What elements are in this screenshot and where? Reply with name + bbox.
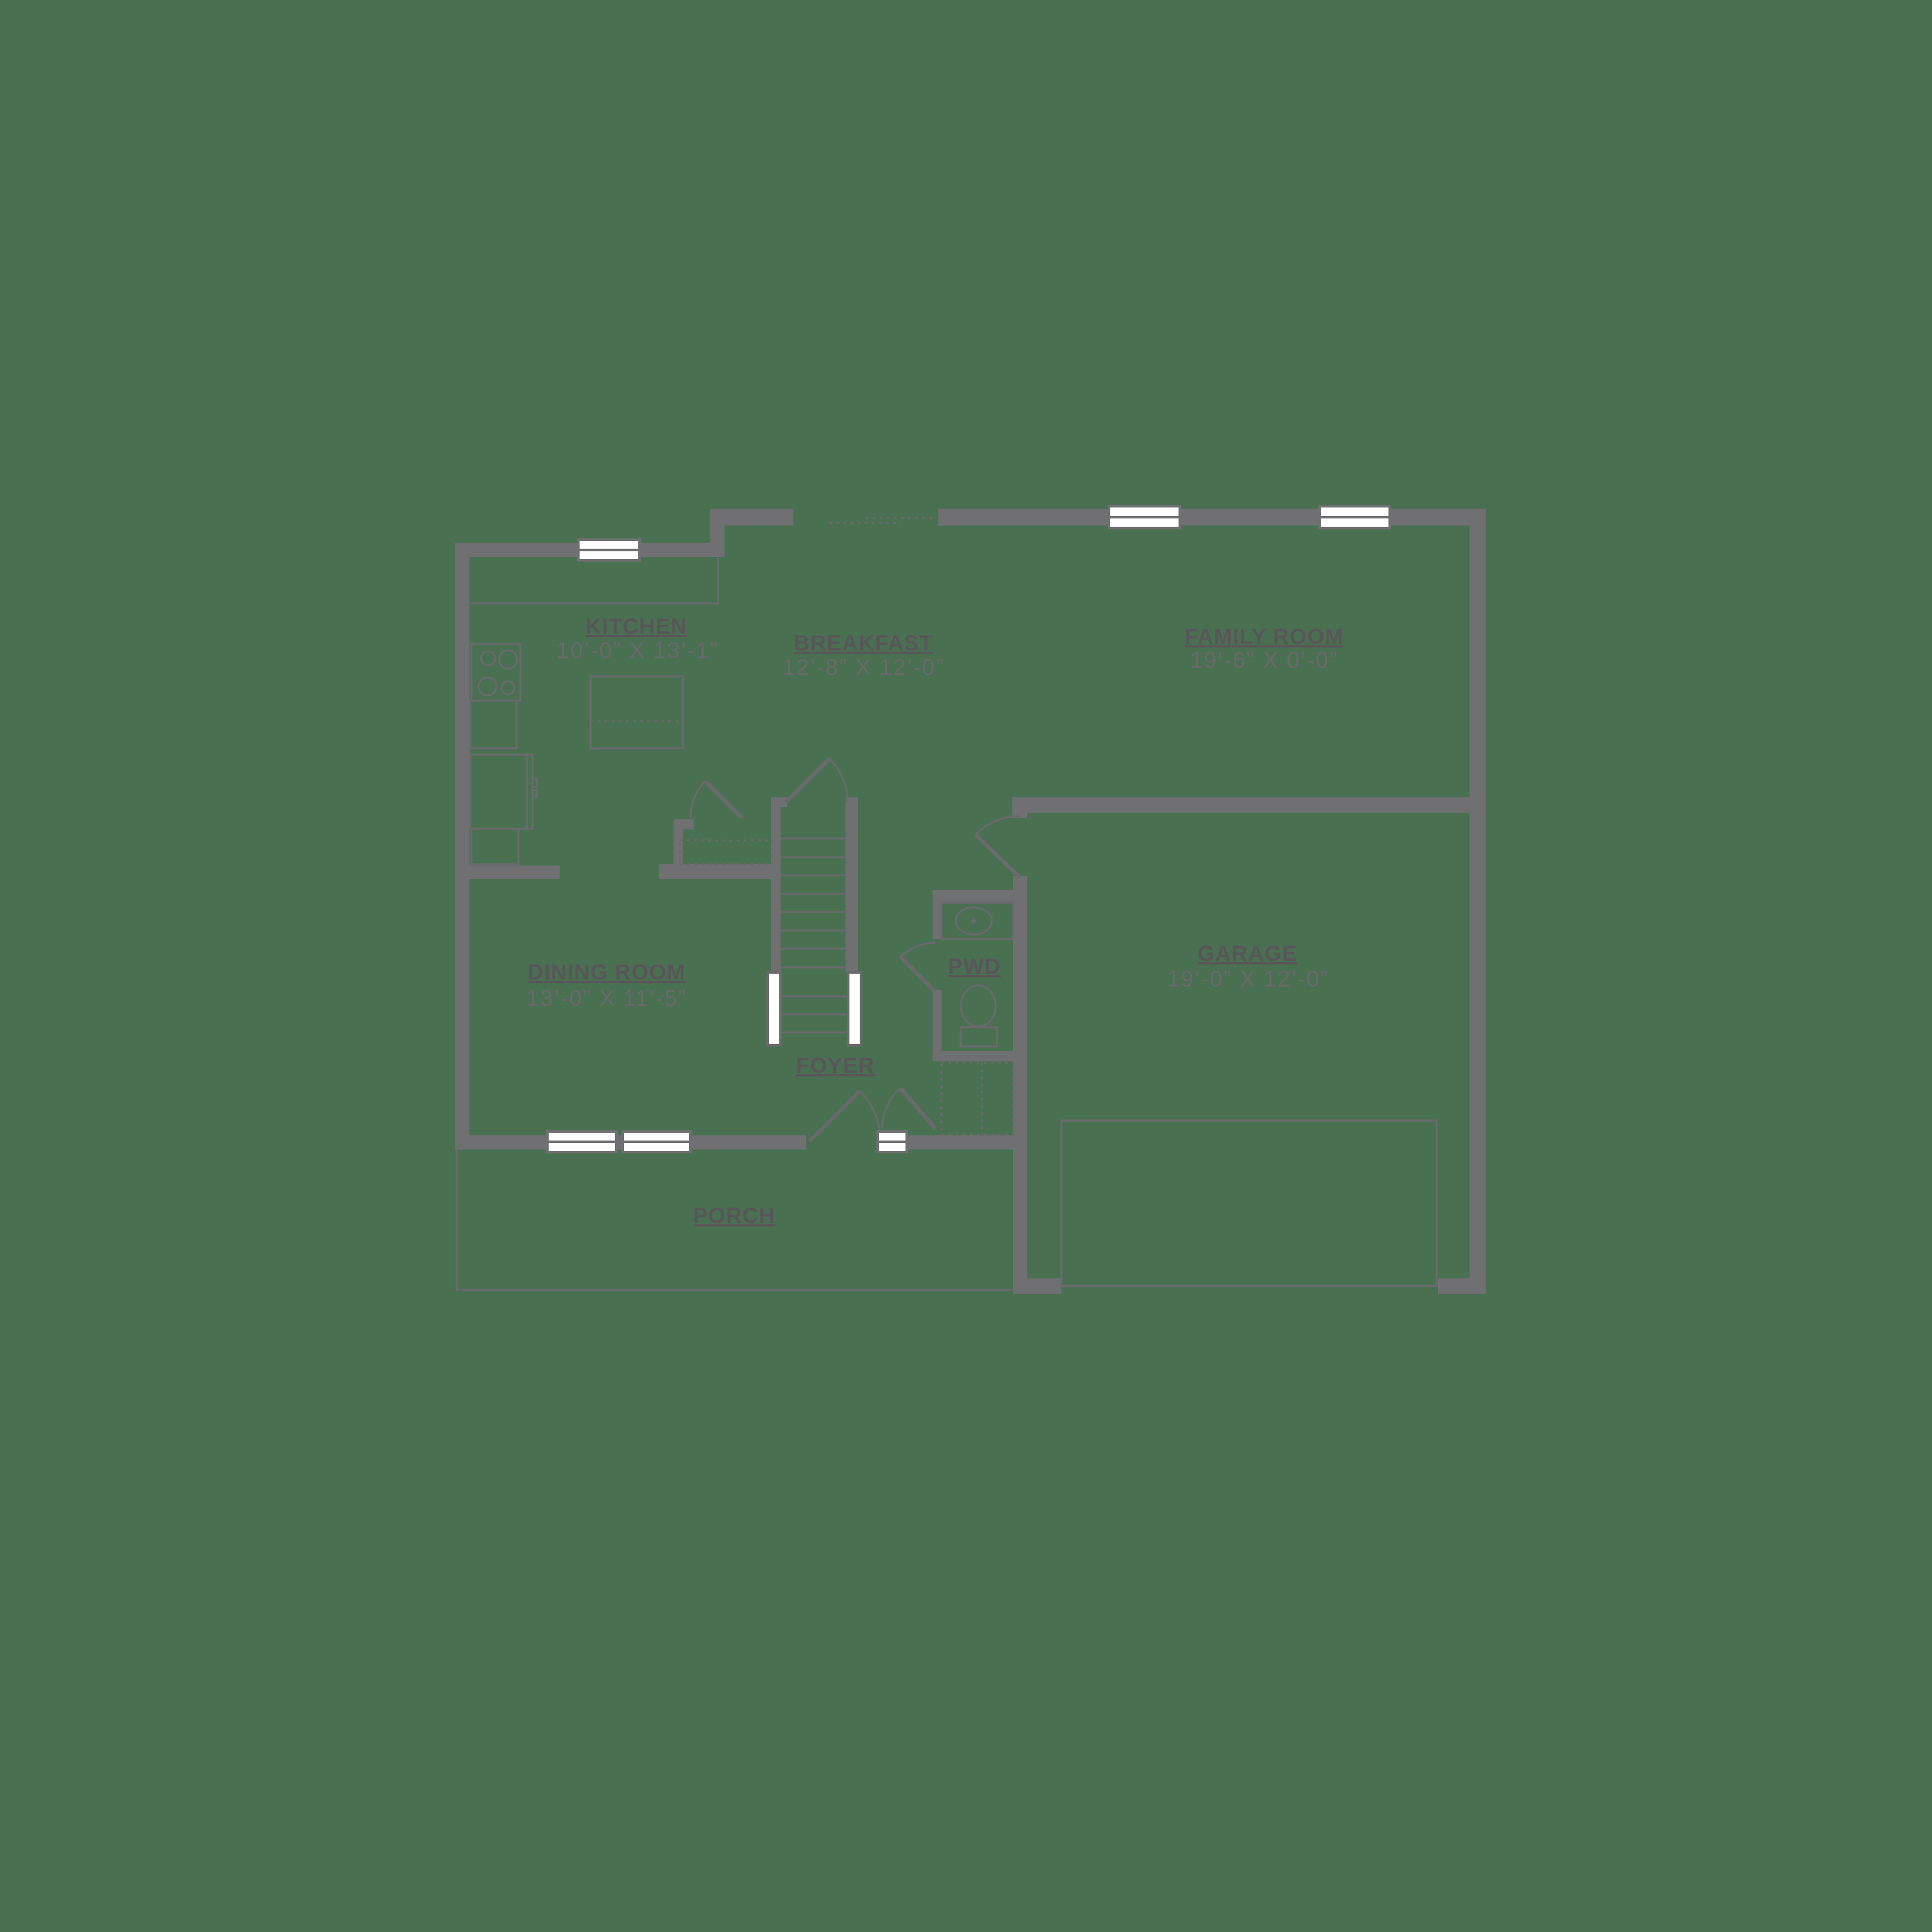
wall-left (455, 543, 469, 1150)
garage-entry-door-icon (974, 815, 1022, 880)
room-dims-family: 19’-6” X 0’-0” (1190, 648, 1338, 673)
closet-outline (940, 1061, 1014, 1136)
wall-top-upper-right (938, 509, 1486, 526)
room-labels: KITCHEN 10’-0” X 13’-1” BREAKFAST 12’-8”… (526, 614, 1343, 1228)
wall-pwd-west-lower (933, 990, 942, 1061)
porch-edge (455, 1150, 1013, 1291)
family-window-left-icon (1108, 505, 1181, 529)
family-window-right-icon (1318, 505, 1391, 529)
kitchen-zone-line (469, 558, 719, 605)
room-label-foyer: FOYER (796, 1054, 875, 1078)
pantry-shelf (679, 839, 773, 866)
wall-pantry-west (674, 819, 683, 866)
refrigerator-icon (469, 753, 538, 830)
stairs (766, 837, 862, 1046)
wall-stair-left (771, 797, 781, 972)
wall-pantry-south (659, 864, 775, 879)
wall-front-right (907, 1135, 1014, 1150)
wall-pwd-south (933, 1051, 1014, 1061)
wall-pantry-stub (674, 819, 694, 829)
wall-kitchen-dining (455, 866, 560, 879)
kitchen-counter-upper (469, 699, 518, 750)
dining-window-right-icon (621, 1130, 692, 1153)
windows (546, 505, 1391, 1153)
cased-opening (829, 516, 934, 524)
porch-outline (455, 1150, 1013, 1291)
wall-right (1470, 509, 1486, 1294)
room-label-breakfast: BREAKFAST (794, 631, 934, 656)
toilet-icon (960, 984, 998, 1048)
bathroom-fixtures (940, 902, 1014, 1048)
wall-stair-right (846, 797, 858, 972)
foyer-closet (940, 1061, 1014, 1136)
room-label-pwd: PWD (948, 954, 1001, 979)
kitchen-counter-lower (470, 828, 520, 866)
front-sidelight-window-icon (876, 1130, 908, 1153)
stair-treads-lower (781, 995, 848, 1034)
room-label-kitchen: KITCHEN (585, 614, 687, 639)
room-label-porch: PORCH (693, 1204, 775, 1228)
sink-icon (940, 902, 1014, 940)
room-label-dining: DINING ROOM (527, 960, 685, 985)
wall-garage-west (1013, 876, 1027, 1294)
room-label-family: FAMILY ROOM (1184, 625, 1343, 649)
wall-family-garage (1012, 797, 1486, 813)
stair-newel-right (847, 971, 862, 1046)
stove-icon (470, 643, 522, 702)
foyer-closet-door-icon (881, 1087, 937, 1130)
room-dims-garage: 19’-0” X 12’-0” (1167, 967, 1329, 992)
wall-garage-bottom-right (1438, 1278, 1486, 1294)
wall-pwd-west-upper (933, 890, 942, 939)
front-door-icon (808, 1089, 882, 1143)
pwd-door-icon (898, 942, 937, 994)
dining-window-left-icon (546, 1130, 618, 1153)
kitchen-window-icon (577, 538, 641, 562)
wall-pwd-north (933, 890, 1014, 903)
wall-stair-left-stub (781, 797, 787, 807)
kitchen-island (589, 675, 684, 750)
stair-door-icon (784, 757, 849, 804)
stair-treads-upper (781, 837, 846, 969)
kitchen-fixtures (469, 558, 773, 866)
room-dims-breakfast: 12’-8” X 12’-0” (782, 655, 945, 680)
wall-garage-corner (1012, 797, 1027, 818)
pantry-door-icon (689, 779, 744, 820)
room-label-garage: GARAGE (1197, 942, 1297, 966)
room-dims-kitchen: 10’-0” X 13’-1” (556, 638, 719, 663)
stair-newel-left (766, 971, 782, 1046)
garage-door-apron (1060, 1119, 1438, 1287)
wall-garage-bottom-left (1013, 1278, 1061, 1294)
room-dims-dining: 13’-0” X 11’-5” (526, 986, 687, 1011)
